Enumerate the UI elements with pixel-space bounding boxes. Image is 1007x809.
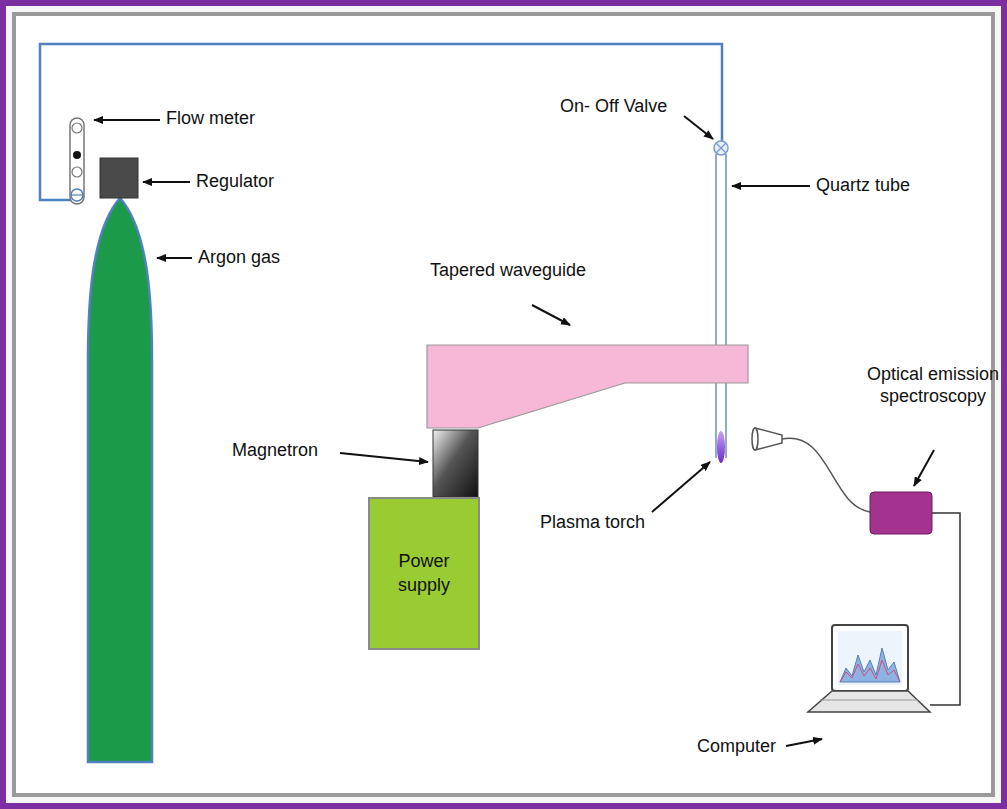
part-label: Computer: [697, 736, 776, 758]
on-off-valve: [716, 143, 726, 153]
part-label: Magnetron: [232, 440, 318, 462]
flow-meter-part: [72, 123, 82, 133]
part-label: Regulator: [196, 171, 274, 193]
argon-cylinder: [88, 198, 152, 762]
flow-meter: [70, 118, 84, 204]
magnetron: [433, 430, 478, 497]
fiber-probe: [752, 428, 758, 450]
leader-arrow: [786, 739, 822, 746]
spectrum-plot: [840, 648, 900, 682]
leader-arrow: [914, 450, 934, 486]
quartz-tube: [725, 154, 727, 458]
flow-meter-part: [72, 167, 82, 177]
part-label: Flow meter: [166, 108, 255, 130]
laptop-display: [838, 631, 902, 685]
flow-valve: [71, 189, 83, 201]
part-label: Quartz tube: [816, 175, 910, 197]
power-supply-box: Power supply: [368, 497, 480, 650]
leader-arrow: [532, 305, 570, 325]
leader-arrow: [684, 116, 713, 139]
plasma-flame: [717, 431, 725, 463]
data-cable: [930, 513, 960, 705]
leader-arrow: [94, 119, 160, 121]
spectrometer: [870, 492, 932, 534]
box-label: Power supply: [384, 550, 464, 597]
laptop-base: [808, 691, 930, 712]
leader-arrow: [652, 462, 710, 512]
on-off-valve: [714, 141, 728, 155]
part-label: Optical emission spectroscopy: [866, 364, 1000, 407]
spectrum-plot: [840, 660, 900, 682]
quartz-tube: [715, 154, 717, 458]
laptop-keys: [820, 700, 918, 701]
gas-line: [40, 44, 722, 200]
leader-arrow: [732, 185, 810, 187]
leader-arrow: [143, 181, 190, 183]
optical-fiber: [782, 438, 870, 512]
flow-valve: [71, 194, 83, 195]
leader-arrow: [157, 257, 192, 259]
on-off-valve: [716, 143, 726, 153]
part-label: Plasma torch: [540, 512, 645, 534]
part-label: Argon gas: [198, 247, 280, 269]
fiber-probe: [755, 428, 782, 450]
laptop-screen: [832, 625, 908, 691]
part-label: On- Off Valve: [560, 96, 667, 118]
tapered-waveguide: [427, 345, 748, 428]
outer-frame: [3, 3, 1004, 806]
part-label: Tapered waveguide: [430, 260, 586, 282]
leader-arrow: [340, 453, 428, 462]
regulator: [100, 158, 138, 198]
inner-frame: [14, 14, 993, 795]
flow-meter-float: [73, 151, 81, 159]
